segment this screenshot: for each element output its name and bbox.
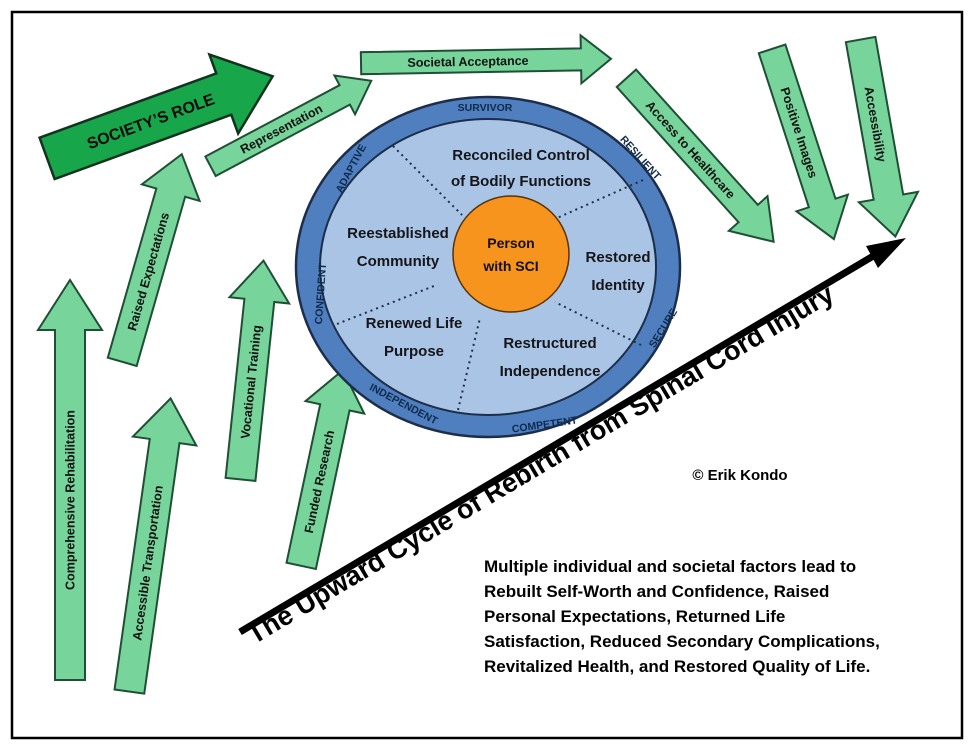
societal-acceptance-arrow: Societal Acceptance (359, 33, 613, 86)
ring-confident: CONFIDENT (313, 262, 329, 325)
center-line2: with SCI (482, 258, 538, 274)
vocational-training-arrow: Vocational Training (224, 258, 292, 483)
comprehensive-rehabilitation-label: Comprehensive Rehabilitation (64, 410, 78, 590)
accessible-transportation-arrow: Accessible Transportation (113, 396, 199, 695)
frame-border (10, 10, 964, 740)
copyright-text: © Erik Kondo (692, 467, 787, 484)
ring-survivor: SURVIVOR (458, 102, 513, 114)
segment-dividers (336, 145, 644, 411)
center-circle (452, 195, 570, 313)
summary-line: Satisfaction, Reduced Secondary Complica… (484, 632, 880, 651)
segment-reconciled-line2: of Bodily Functions (451, 173, 591, 190)
segment-renewed-line2: Purpose (384, 343, 444, 360)
summary-line: Revitalized Health, and Restored Quality… (484, 657, 871, 676)
funded-research-arrow: Funded Research (285, 368, 367, 571)
segment-reconciled-line1: Reconciled Control (452, 147, 590, 164)
accessibility-arrow: Accessibility (844, 35, 920, 239)
segment-renewed-line1: Renewed Life (366, 315, 463, 332)
upward-cycle-arrow (238, 238, 906, 636)
segment-restructured-line2: Independence (500, 363, 601, 380)
segment-restored-line1: Restored (585, 249, 650, 266)
comprehensive-rehabilitation-arrow: Comprehensive Rehabilitation (36, 278, 104, 681)
summary-paragraph: Multiple individual and societal factors… (484, 554, 954, 679)
summary-line: Multiple individual and societal factors… (484, 557, 857, 576)
segment-reestablished-line2: Community (357, 253, 440, 270)
raised-expectations-arrow: Raised Expectations (106, 152, 202, 368)
societal-acceptance-label: Societal Acceptance (407, 54, 528, 70)
segment-restructured-line1: Restructured (503, 335, 596, 352)
segment-restored-line2: Identity (591, 277, 645, 294)
sci-circle-diagram: Person with SCI Reconciled Control of Bo… (294, 95, 682, 439)
summary-line: Rebuilt Self-Worth and Confidence, Raise… (484, 582, 830, 601)
summary-line: Personal Expectations, Returned Life (484, 607, 786, 626)
segment-reestablished-line1: Reestablished (347, 225, 449, 242)
center-line1: Person (487, 235, 534, 251)
positive-images-arrow: Positive Images (757, 43, 850, 241)
